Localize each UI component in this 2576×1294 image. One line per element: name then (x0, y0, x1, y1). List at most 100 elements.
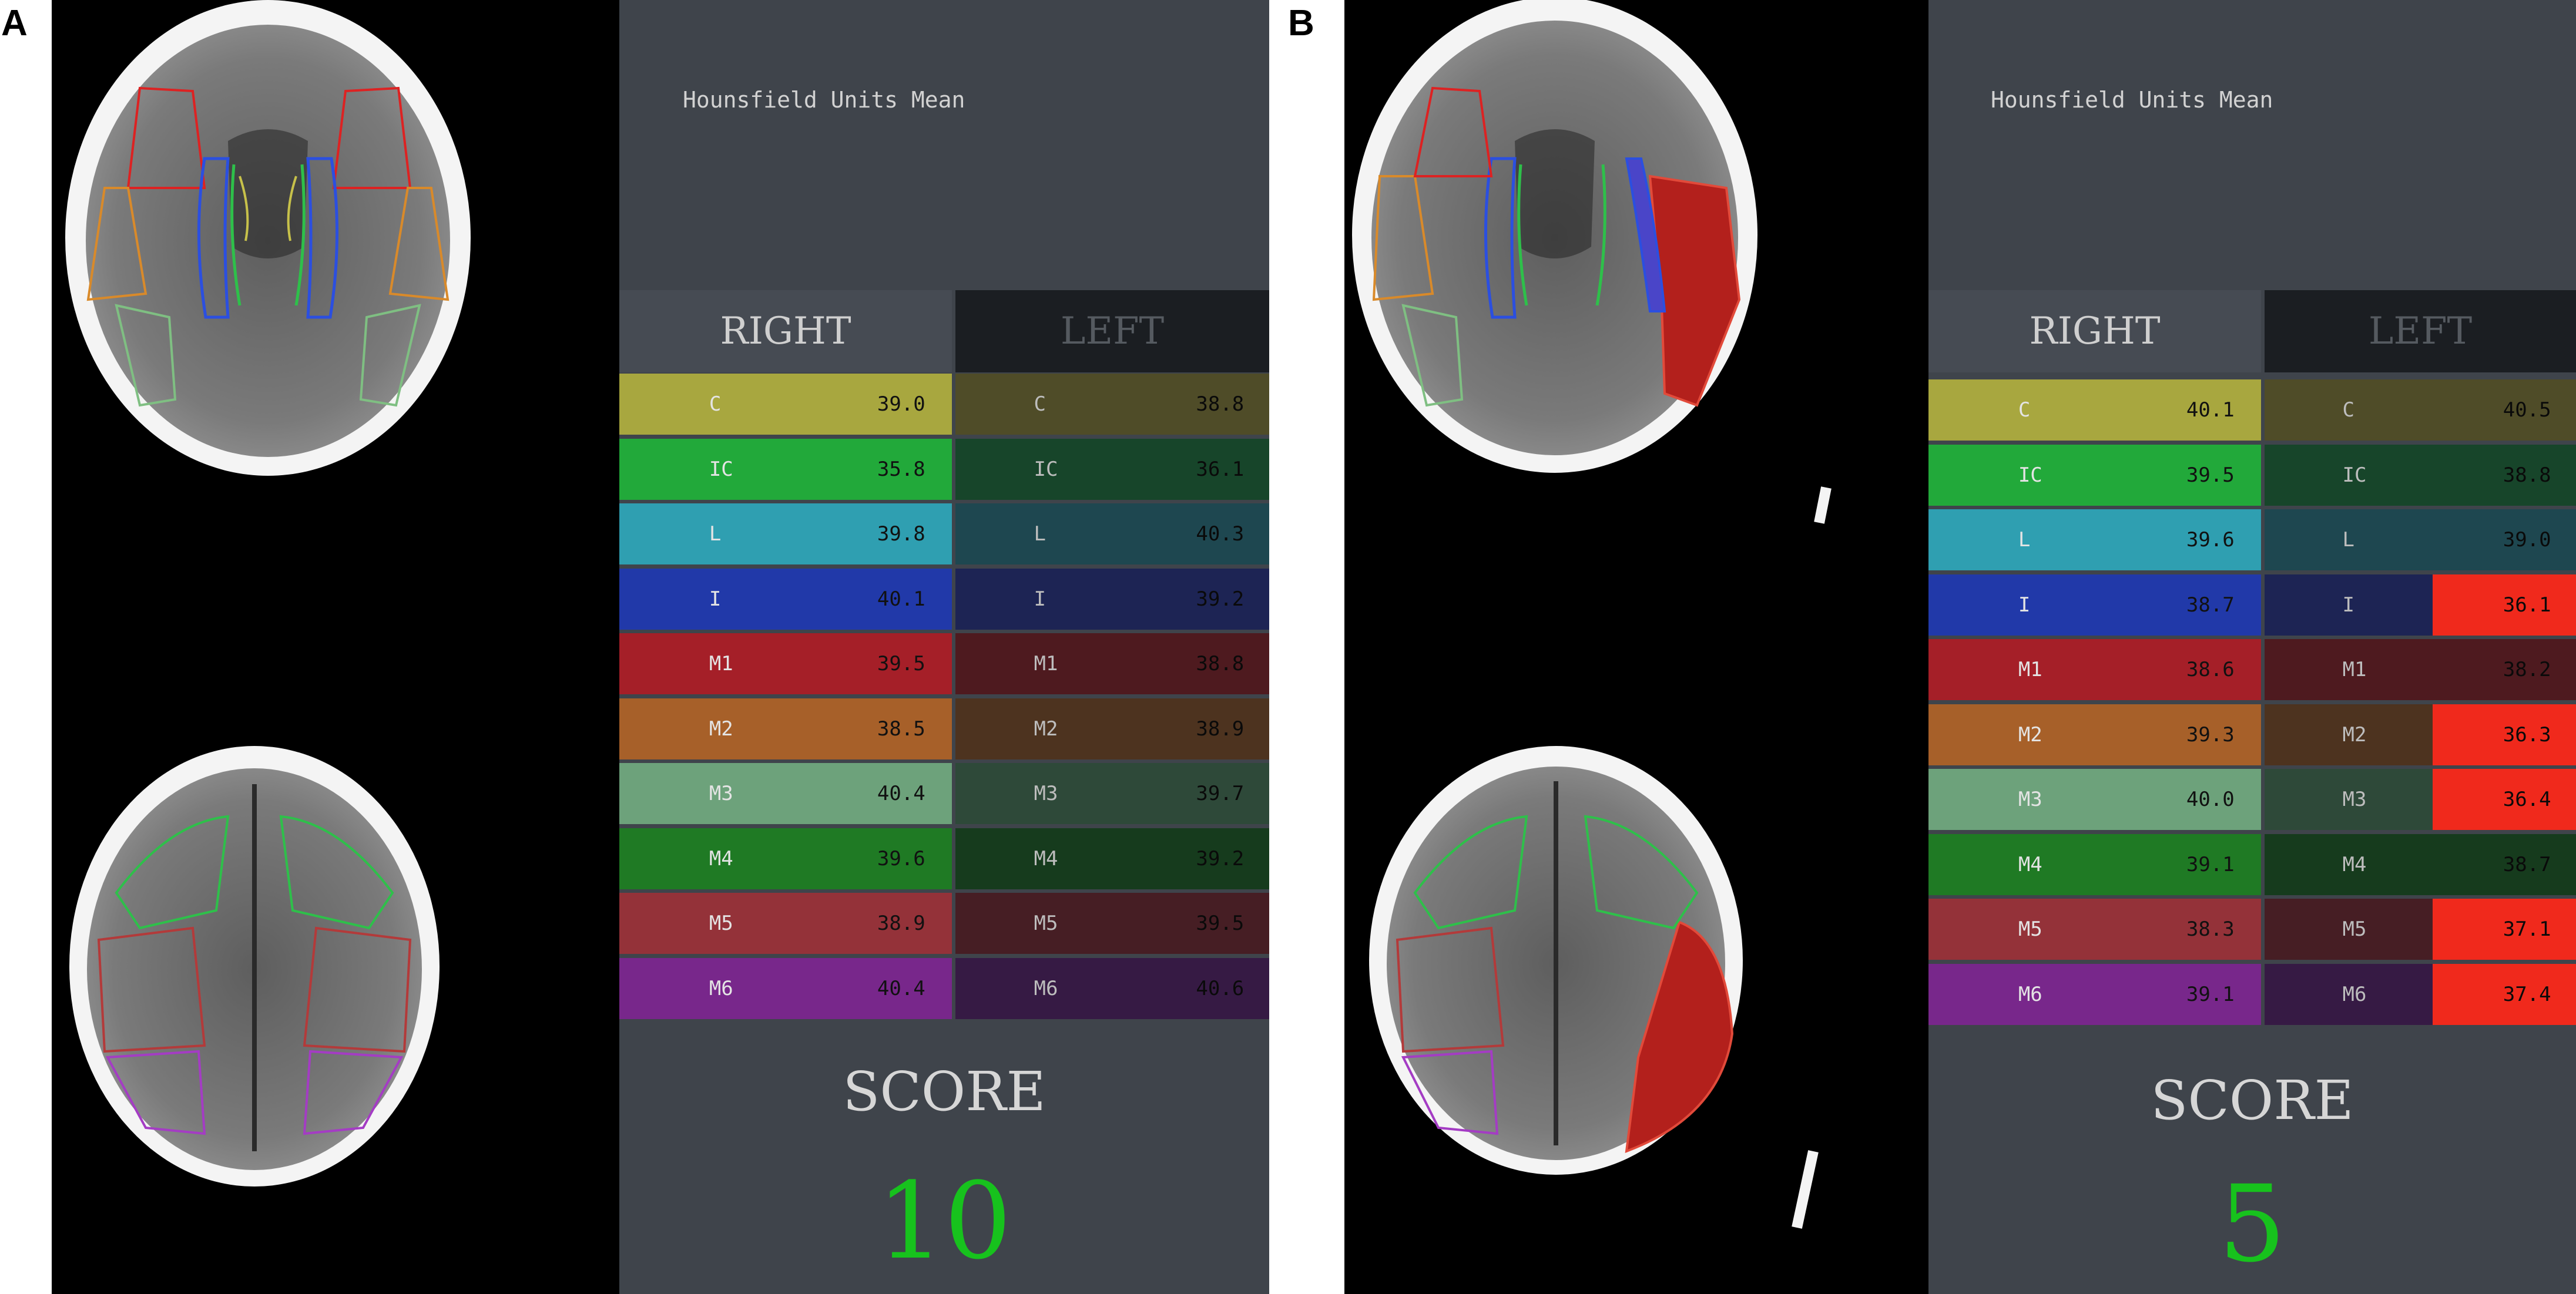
region-label: M4 (1034, 846, 1058, 870)
right-hu-value: 39.6 (2186, 528, 2235, 552)
region-label: M1 (1034, 652, 1058, 675)
abnormal-flag (2433, 963, 2576, 1025)
region-label: L (2018, 528, 2031, 552)
region-label: C (2018, 398, 2031, 422)
left-cell: IC 38.8 (2265, 444, 2576, 506)
right-hu-value: 39.5 (877, 652, 925, 675)
region-label: C (2342, 398, 2354, 422)
left-hu-value: 38.8 (1196, 652, 1245, 675)
right-cell: I 40.1 (619, 568, 952, 630)
left-hu-value: 39.2 (1196, 587, 1245, 611)
right-hu-value: 39.3 (2186, 722, 2235, 747)
left-hu-value: 38.2 (2503, 658, 2551, 681)
ct-viewer-a[interactable] (52, 0, 619, 1294)
region-label: L (2342, 528, 2354, 552)
left-hu-value: 39.0 (2503, 528, 2551, 552)
left-hu-value: 38.7 (2503, 852, 2551, 876)
score-label: SCORE (2151, 1069, 2354, 1132)
panel-label-a: A (1, 3, 28, 43)
region-label: M2 (2018, 722, 2042, 747)
score-value: 10 (877, 1160, 1012, 1283)
region-label: M5 (2018, 917, 2042, 941)
region-label: M6 (2018, 982, 2042, 1006)
panel-label-b: B (1288, 3, 1314, 43)
right-cell: M5 38.3 (1928, 899, 2261, 960)
region-label: I (709, 587, 722, 611)
left-hu-value: 37.4 (2503, 982, 2551, 1006)
region-label: M2 (709, 717, 733, 741)
abnormal-flag (2433, 574, 2576, 636)
ct-slice-basal-ganglia (1352, 0, 1832, 524)
left-header: LEFT (955, 290, 1269, 372)
region-label: M4 (709, 846, 733, 870)
left-hu-value: 38.8 (2503, 463, 2551, 487)
right-hu-value: 40.1 (877, 587, 925, 611)
score-value: 5 (2218, 1163, 2286, 1286)
score-label: SCORE (843, 1060, 1046, 1123)
left-hu-value: 36.4 (2503, 788, 2551, 811)
region-label: M2 (1034, 717, 1058, 741)
region-label: IC (2342, 463, 2367, 487)
left-hu-value: 36.1 (2503, 593, 2551, 617)
abnormal-flag (2433, 704, 2576, 765)
region-label: M6 (2342, 982, 2367, 1006)
region-label: M5 (709, 912, 733, 935)
ct-viewer-b[interactable] (1344, 0, 1928, 1294)
left-hu-value: 38.9 (1196, 717, 1245, 741)
hu-mean-title: Hounsfield Units Mean (1991, 87, 2273, 113)
abnormal-flag (2433, 899, 2576, 960)
hu-row-l: L 39.6 L 39.0 (1928, 509, 2576, 570)
region-label: IC (2018, 463, 2042, 487)
region-label: M1 (2018, 658, 2042, 681)
right-hu-value: 38.3 (2186, 917, 2235, 941)
right-hu-value: 40.4 (877, 976, 925, 1000)
region-label: M3 (2018, 788, 2042, 811)
region-label: IC (1034, 457, 1058, 481)
left-header: LEFT (2265, 290, 2576, 372)
region-label: M2 (2342, 722, 2367, 747)
left-hu-value: 37.1 (2503, 917, 2551, 941)
right-hu-value: 40.4 (877, 782, 925, 805)
right-cell: M2 39.3 (1928, 704, 2261, 765)
right-hu-value: 38.6 (2186, 658, 2235, 681)
